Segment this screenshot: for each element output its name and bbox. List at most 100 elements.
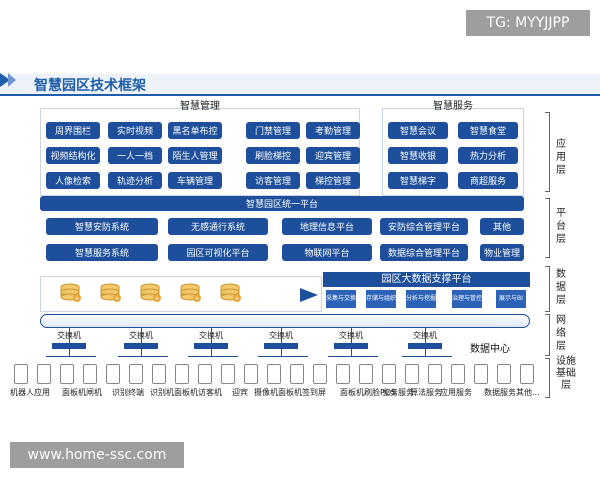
mgmt-box: 人像检索 <box>46 172 100 189</box>
platform-box: 安防综合管理平台 <box>380 218 468 235</box>
device-icon <box>244 364 258 384</box>
service-box: 商超服务 <box>458 172 518 189</box>
device-icon <box>106 364 120 384</box>
switch-drop <box>425 349 426 356</box>
device-icon <box>313 364 327 384</box>
switch-branch <box>188 356 238 357</box>
device-label: 访客机 <box>198 388 222 397</box>
platform-box: 物业管理 <box>480 244 524 261</box>
page-title: 智慧园区技术框架 <box>34 78 146 94</box>
mgmt-box: 一人一档 <box>108 147 162 164</box>
switch-icon <box>408 343 442 349</box>
infra-layer-bracket <box>545 358 550 398</box>
mgmt-box: 考勤管理 <box>306 122 360 139</box>
switch-icon <box>124 343 158 349</box>
svg-text:+: + <box>114 296 119 303</box>
platform-box: 物联网平台 <box>282 244 372 261</box>
device-icon <box>290 364 304 384</box>
device-label: 识别终端 <box>112 388 144 397</box>
network-layer-label: 网络层 <box>556 315 566 352</box>
switch-icon <box>52 343 86 349</box>
data-storage-group <box>40 276 322 312</box>
mgmt-box: 陌生人管理 <box>168 147 222 164</box>
title-arrow-icon <box>0 73 10 87</box>
platform-box: 无感通行系统 <box>168 218 268 235</box>
device-icon <box>60 364 74 384</box>
platform-layer-bracket <box>545 198 550 258</box>
switch-branch <box>402 356 452 357</box>
service-box: 智慧会议 <box>388 122 448 139</box>
device-label: 业务服务 <box>382 388 414 397</box>
svg-text:+: + <box>234 296 239 303</box>
platform-box: 数据综合管理平台 <box>380 244 468 261</box>
mgmt-box: 视频结构化 <box>46 147 100 164</box>
device-label: 应用服务 <box>440 388 472 397</box>
switch-icon <box>334 343 368 349</box>
device-icon <box>198 364 212 384</box>
switch-branch <box>258 356 308 357</box>
switch-link <box>281 328 282 343</box>
device-icon <box>451 364 465 384</box>
switch-branch <box>118 356 168 357</box>
device-label: 面板机刷脸POS <box>340 388 397 397</box>
switch-icon <box>194 343 228 349</box>
mgmt-box: 周界围栏 <box>46 122 100 139</box>
device-icon <box>520 364 534 384</box>
app-layer-label: 应用层 <box>556 139 566 176</box>
device-icon <box>221 364 235 384</box>
mgmt-box: 轨迹分析 <box>108 172 162 189</box>
smart-service-title: 智慧服务 <box>433 101 473 112</box>
service-box: 智慧收银 <box>388 147 448 164</box>
device-label: 机器人应用 <box>10 388 50 397</box>
device-icon <box>129 364 143 384</box>
svg-text:+: + <box>154 296 159 303</box>
device-label: 数据服务 <box>484 388 516 397</box>
switch-branch <box>328 356 378 357</box>
data-arrow-icon <box>300 288 318 302</box>
unified-platform: 智慧园区统一平台 <box>40 196 524 211</box>
device-label: 算法服务 <box>410 388 442 397</box>
device-icon <box>83 364 97 384</box>
mgmt-box: 门禁管理 <box>246 122 300 139</box>
mgmt-box: 访客管理 <box>246 172 300 189</box>
svg-text:+: + <box>194 296 199 303</box>
network-layer-bracket <box>545 314 550 356</box>
mgmt-box: 车辆管理 <box>168 172 222 189</box>
device-label: 面板机闸机 <box>62 388 102 397</box>
device-icon <box>175 364 189 384</box>
database-icon: + <box>180 282 202 303</box>
smart-mgmt-title: 智慧管理 <box>180 101 220 112</box>
database-icon: + <box>100 282 122 303</box>
platform-box: 智慧安防系统 <box>46 218 158 235</box>
switch-drop <box>351 349 352 356</box>
mgmt-box: 梯控管理 <box>306 172 360 189</box>
svg-text:+: + <box>74 296 79 303</box>
mgmt-box: 实时视频 <box>108 122 162 139</box>
device-label: 摄像机面板机签到屏 <box>254 388 326 397</box>
mgmt-box: 黑名单布控 <box>168 122 222 139</box>
infra-layer-label: 设施基础层 <box>556 356 576 391</box>
switch-icon <box>264 343 298 349</box>
platform-box: 其他 <box>480 218 524 235</box>
device-icon <box>474 364 488 384</box>
bigdata-sub: 治理与管控 <box>452 290 482 308</box>
database-icon: + <box>220 282 242 303</box>
data-layer-bracket <box>545 266 550 312</box>
platform-box: 智慧服务系统 <box>46 244 158 261</box>
title-arrow2-icon <box>8 73 16 87</box>
bigdata-sub: 分析与挖掘 <box>406 290 436 308</box>
switch-drop <box>141 349 142 356</box>
device-icon <box>336 364 350 384</box>
bigdata-sub: 展示与BI <box>496 290 526 308</box>
service-box: 智慧梯字 <box>388 172 448 189</box>
switch-link <box>211 328 212 343</box>
switch-branch <box>46 356 96 357</box>
network-pipe <box>40 314 530 328</box>
data-center-label: 数据中心 <box>470 344 510 355</box>
database-icon: + <box>60 282 82 303</box>
mgmt-box: 刷脸梯控 <box>246 147 300 164</box>
device-icon <box>382 364 396 384</box>
switch-link <box>141 328 142 343</box>
title-bar <box>0 74 600 96</box>
device-icon <box>405 364 419 384</box>
